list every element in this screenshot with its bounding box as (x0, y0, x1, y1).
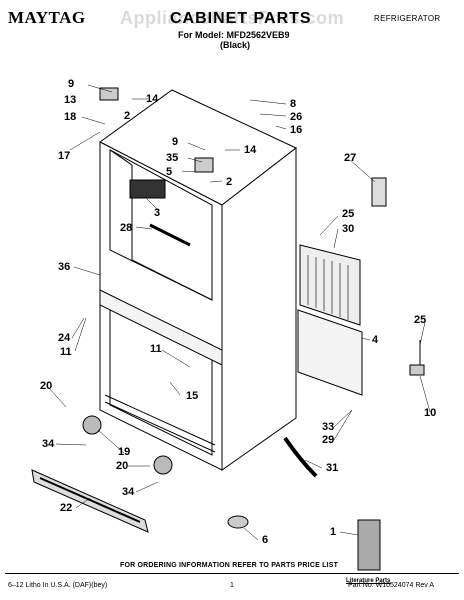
rear-panel (297, 309, 363, 396)
callout-14: 14 (146, 93, 159, 105)
callout-2b: 2 (226, 176, 233, 188)
top-hinge-center (194, 157, 214, 173)
callout-18: 18 (64, 111, 77, 123)
callout-25b: 25 (414, 314, 427, 326)
top-hinge-left (99, 87, 119, 101)
callout-4: 4 (372, 334, 379, 346)
callout-20: 20 (40, 380, 53, 392)
callout-24: 24 (58, 332, 71, 344)
condenser-grille (299, 244, 361, 326)
callout-35: 35 (166, 152, 179, 164)
callout-6: 6 (262, 534, 269, 546)
callout-26: 26 (290, 111, 303, 123)
callout-9b: 9 (172, 136, 179, 148)
callout-13: 13 (64, 94, 77, 106)
literature-caption: Literature Parts (346, 578, 391, 584)
light-housing (129, 179, 166, 199)
roller-right (153, 455, 173, 475)
callout-10: 10 (424, 407, 437, 419)
callout-3: 3 (154, 207, 161, 219)
roller-left (82, 415, 102, 435)
drain-tube (283, 436, 318, 478)
callout-19: 19 (118, 446, 131, 458)
callout-2: 2 (124, 110, 131, 122)
callout-28: 28 (120, 222, 133, 234)
callout-30: 30 (342, 223, 355, 235)
callout-14b: 14 (244, 144, 257, 156)
callout-22: 22 (60, 502, 73, 514)
callout-33: 33 (322, 421, 335, 433)
literature-booklet (357, 519, 381, 571)
category-label: REFRIGERATOR (374, 14, 441, 23)
callout-15: 15 (186, 390, 199, 402)
callout-9: 9 (68, 78, 75, 90)
callout-1: 1 (330, 526, 337, 538)
watermark: AppliancePartsPros.com (120, 8, 345, 28)
callout-29: 29 (322, 434, 335, 446)
part-number: Part No. W10524074 Rev A (348, 582, 434, 589)
footer-divider (5, 573, 459, 574)
callout-34: 34 (42, 438, 55, 450)
callout-11b: 11 (150, 343, 162, 355)
callout-8: 8 (290, 98, 297, 110)
callout-17: 17 (58, 150, 71, 162)
cap-part (227, 515, 249, 529)
callout-16: 16 (290, 124, 303, 136)
callout-27: 27 (344, 152, 357, 164)
callout-31: 31 (326, 462, 339, 474)
callout-34b: 34 (122, 486, 135, 498)
page-title: CABINET PARTS (170, 10, 312, 27)
model-line: For Model: MFD2562VEB9 (178, 30, 290, 40)
callout-5: 5 (166, 166, 173, 178)
bracket-27 (371, 177, 387, 207)
callout-20b: 20 (116, 460, 129, 472)
callout-25: 25 (342, 208, 355, 220)
mullion (99, 289, 223, 366)
clip-10 (409, 364, 425, 376)
brand-logo: MAYTAG (8, 8, 86, 27)
ordering-note: FOR ORDERING INFORMATION REFER TO PARTS … (120, 562, 339, 569)
color-line: (Black) (220, 40, 251, 50)
cabinet-right-side (221, 146, 297, 471)
callout-36: 36 (58, 261, 71, 273)
page-number: 1 (230, 582, 234, 589)
litho-info: 6–12 Litho In U.S.A. (DAF)(bey) (8, 582, 108, 589)
callout-11: 11 (60, 346, 72, 358)
